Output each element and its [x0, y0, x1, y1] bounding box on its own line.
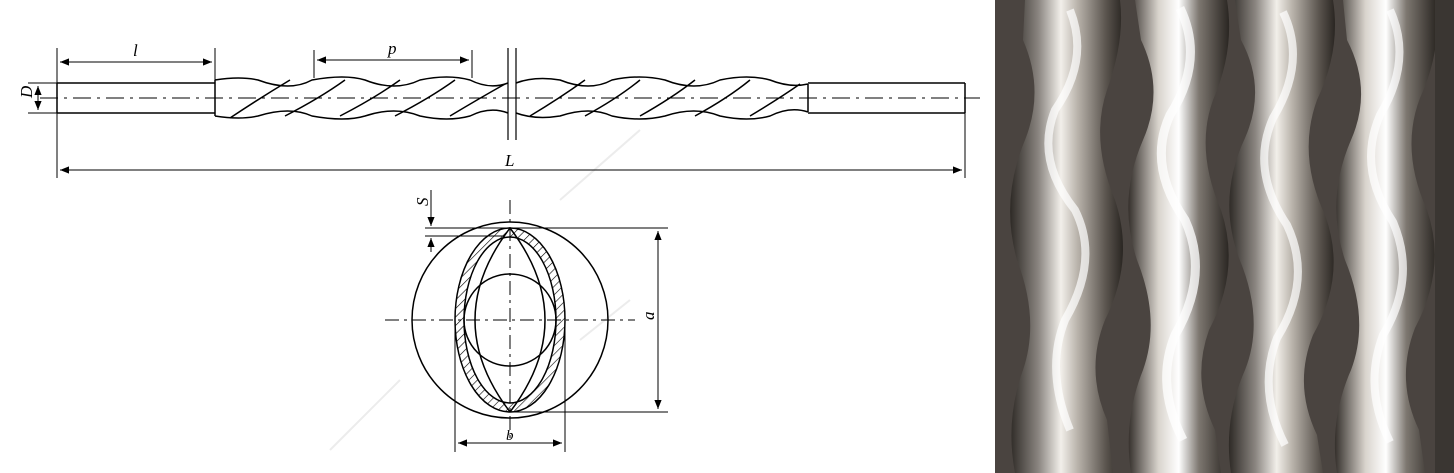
- dimension-total-length: [56, 113, 966, 178]
- twisted-tube-technical-drawing: l p D L S a: [17, 39, 980, 452]
- tube-2: [1128, 0, 1230, 473]
- label-total-length: L: [504, 151, 514, 170]
- dimension-diameter: [28, 82, 57, 114]
- cross-section-centerlines: [385, 200, 635, 440]
- tube-4-highlight: [1367, 8, 1407, 444]
- tube-1: [1010, 0, 1123, 473]
- label-wall-thickness: S: [413, 197, 432, 206]
- dimension-wall-thickness: [425, 190, 510, 252]
- photo-right-edge: [1435, 0, 1454, 473]
- label-end-length: l: [133, 41, 138, 60]
- tube-2-highlight: [1156, 6, 1200, 443]
- tube-3-highlight: [1260, 10, 1302, 447]
- label-pitch: p: [387, 39, 397, 58]
- tube-1-highlight: [1044, 8, 1090, 432]
- dimension-major-axis: [512, 227, 668, 413]
- crescent-edge-right: [509, 227, 546, 413]
- break-line: [507, 48, 517, 140]
- tube-3: [1228, 0, 1335, 473]
- twisted-tubes-photo: [995, 0, 1454, 473]
- dimension-pitch: [313, 50, 473, 78]
- dimension-minor-axis: [454, 322, 566, 452]
- label-minor-axis: b: [506, 428, 514, 444]
- dimension-end-length: [56, 48, 216, 83]
- label-major-axis: a: [639, 312, 658, 321]
- tube-4: [1334, 0, 1438, 473]
- label-diameter: D: [17, 85, 36, 99]
